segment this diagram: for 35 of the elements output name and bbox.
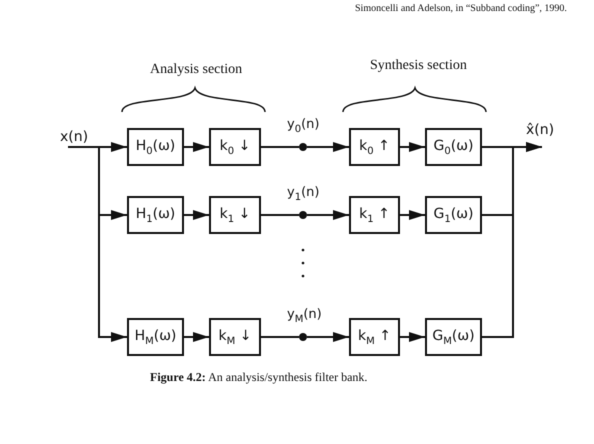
arrow bbox=[184, 332, 209, 342]
arrow bbox=[68, 146, 127, 342]
source-citation: Simoncelli and Adelson, in “Subband coding”, 1990. bbox=[355, 3, 567, 14]
filter-block: G$_{M}$(ω) bbox=[425, 318, 482, 356]
arrow bbox=[482, 142, 542, 338]
filter-block: H$_{M}$(ω) bbox=[127, 318, 184, 356]
arrow bbox=[184, 142, 209, 152]
section-label: Analysis section bbox=[150, 62, 242, 78]
filter-block: k$_{1}$ ↑ bbox=[349, 196, 400, 234]
arrow bbox=[307, 210, 349, 220]
filter-block: H$_{0}$(ω) bbox=[127, 128, 184, 166]
filter-block: k$_{M}$ ↓ bbox=[209, 318, 261, 356]
filter-block: k$_{1}$ ↓ bbox=[209, 196, 261, 234]
junction-dot bbox=[299, 211, 307, 219]
signal-label: y$_{1}$(n) bbox=[287, 185, 320, 203]
arrow bbox=[307, 332, 349, 342]
signal-label: x̂(n) bbox=[520, 122, 560, 147]
filter-block: k$_{M}$ ↑ bbox=[349, 318, 400, 356]
filter-block: H$_{1}$(ω) bbox=[127, 196, 184, 234]
figure-caption: Figure 4.2: An analysis/synthesis filter bank. bbox=[150, 370, 368, 385]
arrow bbox=[400, 142, 425, 152]
arrow bbox=[400, 332, 425, 342]
filter-block: G$_{1}$(ω) bbox=[425, 196, 482, 234]
arrow bbox=[184, 210, 209, 220]
filter-block: G$_{0}$(ω) bbox=[425, 128, 482, 166]
signal-label: y$_{M}$(n) bbox=[287, 307, 322, 325]
signal-label: x(n) bbox=[54, 129, 94, 147]
arrow bbox=[307, 142, 349, 152]
arrow bbox=[400, 210, 425, 220]
junction-dot bbox=[299, 333, 307, 341]
filter-block: k$_{0}$ ↓ bbox=[209, 128, 261, 166]
section-label: Synthesis section bbox=[370, 58, 467, 74]
junction-dot bbox=[299, 143, 307, 151]
filter-block: k$_{0}$ ↑ bbox=[349, 128, 400, 166]
signal-label: y$_{0}$(n) bbox=[287, 117, 320, 135]
